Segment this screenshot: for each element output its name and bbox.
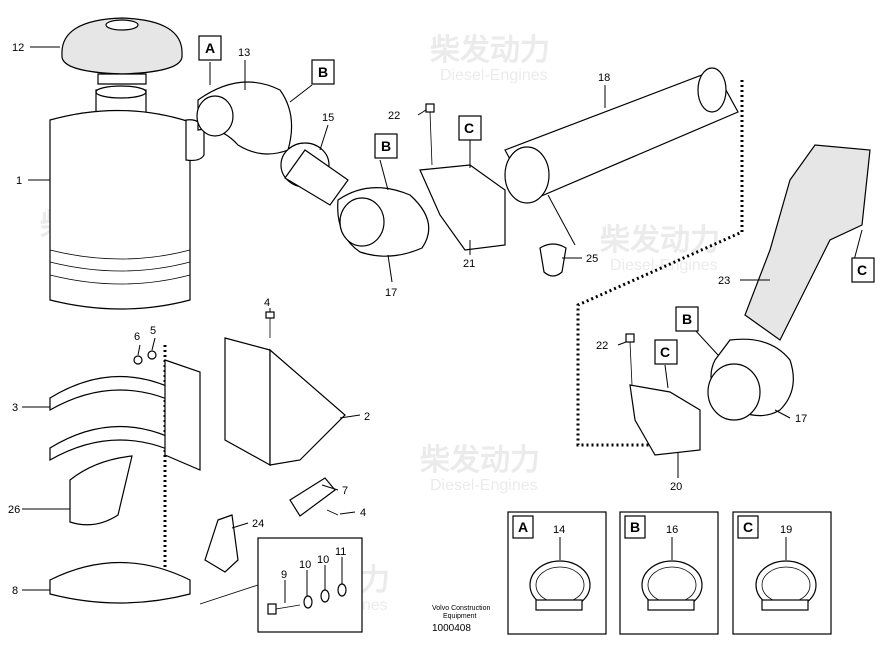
watermark-cn: 柴发动力 [430, 34, 550, 67]
part-labels: 12 1 3 26 8 13 15 17 18 22 21 25 23 22 1… [8, 42, 807, 597]
part-label: 4 [360, 507, 366, 519]
callout-letter: B [318, 64, 328, 80]
detail-letter: C [743, 519, 753, 535]
part-label: 7 [342, 485, 348, 497]
detail-panel-b: B 16 [619, 511, 719, 635]
pipe-support-bracket [629, 384, 701, 456]
watermark-cn: 柴发动力 [420, 444, 540, 477]
clamp-band [49, 562, 191, 604]
watermark-en: Diesel-Engines [610, 257, 718, 274]
detail-letter: A [518, 519, 528, 535]
hose-bracket [204, 514, 239, 573]
part-label: 10 [299, 559, 311, 571]
filter-cap [61, 17, 183, 85]
air-filter-housing [49, 85, 205, 310]
mounting-bracket [164, 337, 346, 471]
diagram-footer: Volvo Construction Equipment 1000408 [432, 605, 490, 634]
part-label: 21 [463, 258, 475, 270]
part-label: 12 [12, 42, 24, 54]
mounting-plate [69, 455, 133, 526]
leader-lines [22, 46, 863, 603]
part-label: 10 [317, 554, 329, 566]
callout-letter: C [660, 344, 670, 360]
callout-boxes: A B B C C B C [198, 35, 875, 365]
intake-duct [744, 144, 871, 341]
part-label: 23 [718, 275, 730, 287]
part-label: 6 [134, 331, 140, 343]
hardware-detail-box [199, 537, 363, 633]
part-label: 9 [281, 569, 287, 581]
part-label: 20 [670, 481, 682, 493]
callout-letter: C [857, 262, 867, 278]
callout-box [654, 339, 678, 365]
part-label: 24 [252, 518, 264, 530]
part-label: 8 [12, 585, 18, 597]
callout-letter: B [381, 138, 391, 154]
diagram-id: 1000408 [432, 623, 471, 634]
part-label: 26 [8, 504, 20, 516]
part-label: 1 [16, 175, 22, 187]
part-label: 19 [780, 524, 792, 536]
callout-box [458, 115, 482, 141]
detail-panel-c: C 19 [732, 511, 832, 635]
part-label: 3 [12, 402, 18, 414]
callout-box [675, 306, 699, 332]
footer-company-sub: Equipment [443, 613, 477, 620]
callout-box [851, 257, 875, 283]
part-label: 17 [385, 287, 397, 299]
pipe-support-bracket [419, 164, 506, 251]
part-label: 15 [322, 112, 334, 124]
part-label: 11 [335, 546, 346, 558]
callout-letter: B [682, 311, 692, 327]
part-label: 4 [264, 297, 270, 309]
part-label: 14 [553, 524, 565, 536]
part-label: 18 [598, 72, 610, 84]
part-label: 17 [795, 413, 807, 425]
bracket-bolts [425, 103, 635, 386]
part-label: 13 [238, 47, 250, 59]
callout-letter: C [464, 120, 474, 136]
part-label: 2 [364, 411, 370, 423]
detail-letter: B [630, 519, 640, 535]
part-label: 5 [150, 325, 156, 337]
part-label: 22 [596, 340, 608, 352]
callout-box [311, 59, 335, 85]
clamp-bands [49, 376, 191, 604]
detail-panel-a: A 14 [507, 511, 607, 635]
part-label: 22 [388, 110, 400, 122]
reference-lines [163, 80, 744, 600]
watermark-cn: 柴发动力 [600, 224, 720, 257]
hoses [196, 81, 794, 421]
watermark-en: Diesel-Engines [430, 477, 538, 494]
watermark-en: Diesel-Engines [440, 67, 548, 84]
part-label: 16 [666, 524, 678, 536]
callout-box [374, 133, 398, 159]
callout-letter: A [205, 40, 215, 56]
bolts [133, 311, 339, 516]
small-bracket [289, 477, 336, 517]
callout-box [198, 35, 222, 61]
reference-dashed-line [576, 80, 744, 447]
part-label: 25 [586, 253, 598, 265]
footer-company: Volvo Construction [432, 605, 490, 612]
rubber-seal [539, 243, 567, 277]
intake-pipe [504, 67, 739, 204]
